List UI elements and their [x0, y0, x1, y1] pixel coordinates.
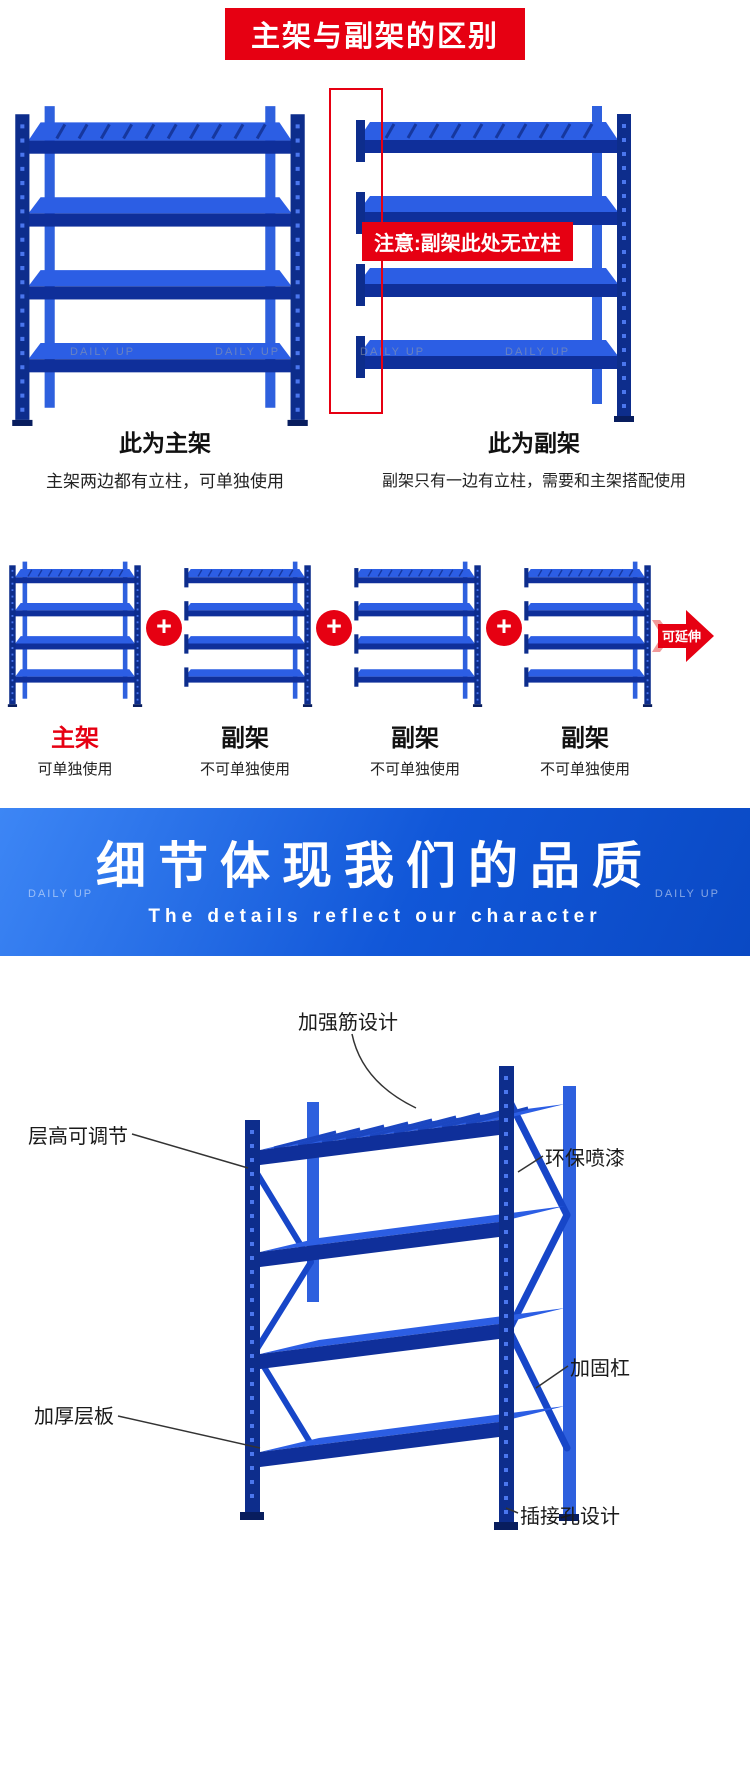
main-rack-caption: 此为主架 主架两边都有立柱，可单独使用	[0, 424, 330, 492]
unit-label: 副架	[391, 725, 439, 752]
extend-arrow-label: 可延伸	[662, 629, 701, 644]
watermark: DAILY UP	[70, 346, 136, 358]
sub-rack-caption-desc: 副架只有一边有立柱，需要和主架搭配使用	[381, 473, 686, 490]
callout-reinforce-bar: 加固杠	[570, 1358, 630, 1380]
plus-icon: +	[486, 610, 522, 646]
callout-thick-panel: 加厚层板	[34, 1406, 114, 1428]
callout-socket-hole: 插接孔设计	[520, 1506, 620, 1528]
unit-label: 主架	[51, 725, 99, 752]
callout-eco-paint: 环保喷漆	[545, 1148, 625, 1170]
extension-unit-main: 主架 可单独使用	[6, 556, 144, 779]
sub-rack-caption: 此为副架 副架只有一边有立柱，需要和主架搭配使用	[318, 424, 750, 491]
watermark: DAILY UP	[654, 888, 720, 900]
plus-icon: +	[316, 610, 352, 646]
main-rack-caption-desc: 主架两边都有立柱，可单独使用	[46, 472, 284, 491]
extend-arrow-icon: 可延伸	[652, 610, 714, 662]
unit-desc: 不可单独使用	[199, 761, 290, 778]
banner-title: 细节体现我们的品质	[96, 838, 654, 894]
sub-rack-thumbnail	[516, 556, 654, 708]
page-title: 主架与副架的区别	[224, 8, 526, 60]
extension-unit-sub-1: 副架 不可单独使用	[176, 556, 314, 779]
callout-adjustable-height: 层高可调节	[28, 1126, 128, 1148]
watermark: DAILY UP	[505, 346, 571, 358]
watermark: DAILY UP	[215, 346, 281, 358]
detail-rack-illustration	[95, 1000, 615, 1560]
sub-rack-caption-title: 此为副架	[488, 430, 580, 456]
details-section: 加强筋设计 层高可调节 环保喷漆 加固杠 加厚层板 插接孔设计	[0, 956, 750, 1776]
sub-rack-thumbnail	[176, 556, 314, 708]
watermark: DAILY UP	[360, 346, 426, 358]
unit-desc: 可单独使用	[37, 761, 113, 778]
extension-section: 主架 可单独使用 + 副架 不可单独使用 + 副架 不可单独使用 + 副架 不可…	[0, 556, 750, 796]
sub-rack-thumbnail	[346, 556, 484, 708]
banner-subtitle: The details reflect our character	[148, 906, 602, 927]
plus-icon: +	[146, 610, 182, 646]
unit-label: 副架	[221, 725, 269, 752]
unit-desc: 不可单独使用	[369, 761, 460, 778]
main-rack-caption-title: 此为主架	[119, 430, 211, 456]
watermark: DAILY UP	[28, 888, 94, 900]
main-rack-illustration	[8, 94, 312, 428]
comparison-section: DAILY UP DAILY UP DAILY UP DAILY UP 注意:副…	[0, 88, 750, 558]
notice-badge: 注意:副架此处无立柱	[362, 222, 573, 261]
unit-desc: 不可单独使用	[539, 761, 630, 778]
callout-reinforced-rib: 加强筋设计	[298, 1012, 398, 1034]
quality-banner: 细节体现我们的品质 The details reflect our charac…	[0, 808, 750, 956]
unit-label: 副架	[561, 725, 609, 752]
extension-unit-sub-3: 副架 不可单独使用	[516, 556, 654, 779]
main-rack-thumbnail	[6, 556, 144, 708]
extension-unit-sub-2: 副架 不可单独使用	[346, 556, 484, 779]
